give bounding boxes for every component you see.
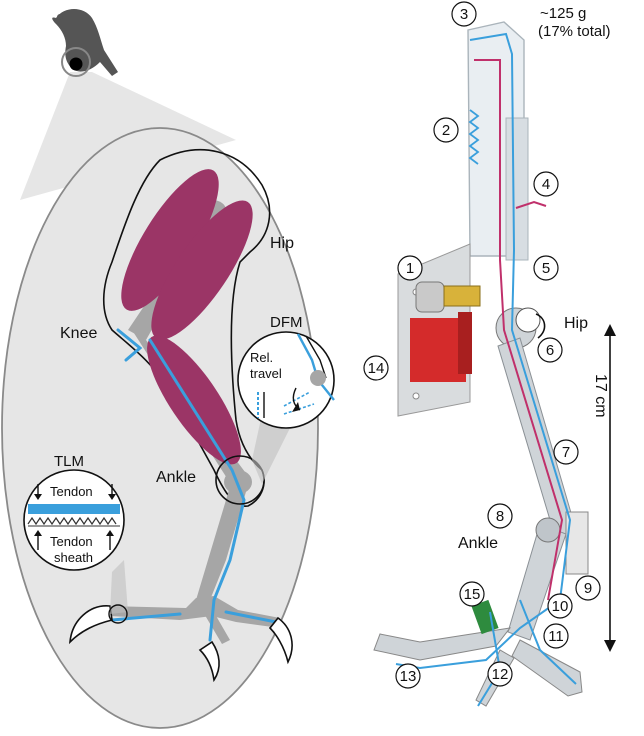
tlm-bubble bbox=[23, 469, 125, 571]
callout-8: 8 bbox=[487, 503, 513, 529]
hip-rotation-indicator bbox=[535, 313, 546, 339]
callout-13: 13 bbox=[395, 663, 421, 689]
svg-text:6: 6 bbox=[546, 342, 554, 359]
svg-text:15: 15 bbox=[464, 586, 481, 603]
svg-text:13: 13 bbox=[400, 668, 417, 685]
tendon-sheath-label-2: sheath bbox=[54, 550, 93, 565]
leg-muscles bbox=[121, 169, 253, 465]
ankle-label-right: Ankle bbox=[458, 535, 498, 552]
mass-label-1: ~125 g bbox=[540, 5, 586, 22]
rel-travel-label-1: Rel. bbox=[250, 350, 273, 365]
callout-2: 2 bbox=[433, 117, 459, 143]
svg-text:2: 2 bbox=[442, 122, 450, 139]
dfm-bubble bbox=[237, 331, 335, 429]
rel-travel-label-2: travel bbox=[250, 366, 282, 381]
left-panel: DFM Rel. travel TLM Tendon Tendon sheath… bbox=[1, 9, 335, 729]
svg-text:3: 3 bbox=[460, 6, 468, 23]
length-label: 17 cm bbox=[592, 374, 609, 418]
svg-text:1: 1 bbox=[406, 260, 414, 277]
svg-text:9: 9 bbox=[584, 580, 592, 597]
length-arrow bbox=[604, 324, 616, 652]
tendon-label: Tendon bbox=[50, 484, 93, 499]
svg-text:14: 14 bbox=[368, 360, 385, 377]
ankle-joint bbox=[535, 517, 561, 543]
toe-joint-circle bbox=[108, 604, 128, 624]
mass-label-2: (17% total) bbox=[538, 23, 611, 40]
callout-1: 1 bbox=[397, 255, 423, 281]
svg-text:4: 4 bbox=[542, 176, 550, 193]
foot-front-toes bbox=[373, 627, 512, 661]
ankle-label-left: Ankle bbox=[156, 469, 196, 486]
leg-oval bbox=[1, 127, 319, 729]
ankle-sensor-box bbox=[565, 511, 589, 575]
svg-text:5: 5 bbox=[542, 260, 550, 277]
right-panel: 17 cm ~125 g (17% total) Hip Ankle 1 2 3… bbox=[363, 1, 616, 707]
knee-label: Knee bbox=[60, 325, 97, 342]
housing-side bbox=[505, 117, 529, 261]
svg-text:7: 7 bbox=[562, 444, 570, 461]
callout-6: 6 bbox=[537, 337, 563, 363]
hip-label-left: Hip bbox=[270, 235, 294, 252]
foot-back-toe bbox=[511, 639, 583, 697]
hip-label-right: Hip bbox=[564, 315, 588, 332]
callout-15: 15 bbox=[459, 581, 485, 607]
tendon-sheath-label-1: Tendon bbox=[50, 534, 93, 549]
callout-3: 3 bbox=[451, 1, 477, 27]
dfm-zoom-wedge bbox=[252, 414, 290, 484]
svg-text:10: 10 bbox=[552, 598, 569, 615]
spring bbox=[468, 109, 480, 165]
callout-4: 4 bbox=[533, 171, 559, 197]
callout-11: 11 bbox=[543, 623, 569, 649]
tlm-zoom-wedge bbox=[110, 560, 128, 614]
servo-motor bbox=[410, 281, 481, 382]
leg-tendons bbox=[110, 328, 278, 642]
callout-12: 12 bbox=[487, 661, 513, 687]
callout-5: 5 bbox=[533, 255, 559, 281]
foot-claws bbox=[69, 605, 293, 683]
svg-text:12: 12 bbox=[492, 666, 509, 683]
svg-text:8: 8 bbox=[496, 508, 504, 525]
cables bbox=[395, 32, 577, 707]
parrot-icon bbox=[52, 9, 118, 77]
callout-14: 14 bbox=[363, 355, 389, 381]
callout-7: 7 bbox=[553, 439, 579, 465]
dfm-label: DFM bbox=[270, 314, 303, 331]
callout-10: 10 bbox=[547, 593, 573, 619]
callout-9: 9 bbox=[575, 575, 601, 601]
svg-text:11: 11 bbox=[548, 628, 564, 645]
tlm-label: TLM bbox=[54, 453, 84, 470]
